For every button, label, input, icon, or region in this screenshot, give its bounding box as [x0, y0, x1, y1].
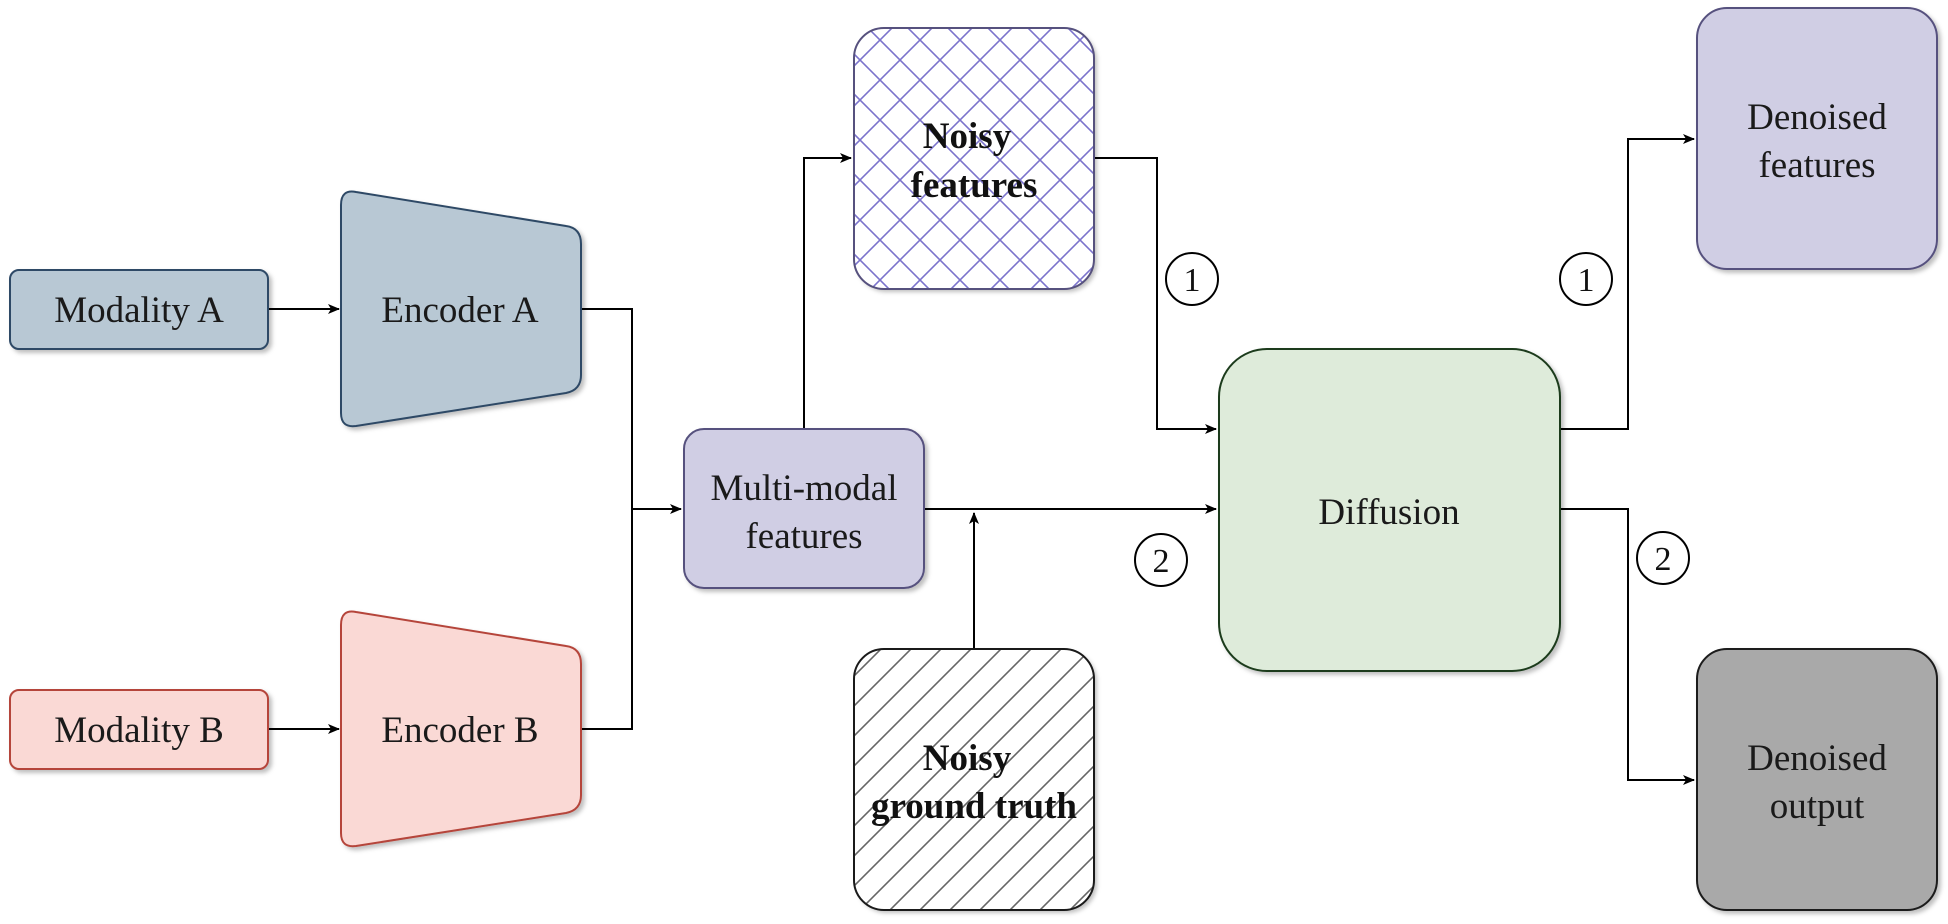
noisy-features-label-line-2: features [911, 165, 1038, 206]
edge-multimodal-to-noisy-features [803, 153, 852, 429]
multimodal-label-line-2: features [745, 516, 862, 557]
step-marker-in-2-number: 2 [1153, 543, 1170, 580]
edge-noisy-features-to-diffusion [1094, 157, 1217, 434]
edge-encoder-a-to-multimodal [581, 308, 682, 514]
modality-b-label: Modality B [54, 710, 224, 751]
denoised-output-label-line-2: output [1770, 786, 1865, 827]
edge-diffusion-to-denoised-output [1560, 508, 1695, 785]
step-marker-out-1-number: 1 [1578, 262, 1595, 299]
encoder-b-node: Encoder B [340, 610, 582, 848]
edge-encoder-b-to-multimodal [581, 509, 633, 730]
step-marker-out-2-number: 2 [1655, 541, 1672, 578]
modality-a-label: Modality A [54, 290, 224, 331]
edge-diffusion-to-denoised-features [1560, 134, 1695, 430]
encoder-a-node: Encoder A [340, 190, 582, 428]
step-marker-out-2: 2 [1636, 531, 1690, 585]
noisy-gt-label-line-1: Noisy [923, 738, 1012, 779]
modality-b-node: Modality B [9, 689, 269, 770]
noisy-ground-truth-node: Noisy ground truth [853, 648, 1095, 911]
step-marker-out-1: 1 [1559, 252, 1613, 306]
step-marker-in-1: 1 [1165, 252, 1219, 306]
noisy-features-label-line-1: Noisy [923, 116, 1012, 157]
denoised-output-label-line-1: Denoised [1747, 738, 1887, 779]
edges [268, 134, 1695, 785]
diffusion-label: Diffusion [1318, 492, 1459, 533]
multimodal-label-line-1: Multi-modal [710, 468, 897, 509]
encoder-a-label: Encoder A [381, 290, 538, 331]
denoised-features-label-line-1: Denoised [1747, 97, 1887, 138]
modality-a-node: Modality A [9, 269, 269, 350]
denoised-output-node: Denoised output [1696, 648, 1938, 911]
denoised-features-node: Denoised features [1696, 7, 1938, 270]
multimodal-features-node: Multi-modal features [683, 428, 925, 589]
encoder-b-label: Encoder B [381, 710, 538, 751]
denoised-features-label-line-2: features [1758, 145, 1875, 186]
noisy-features-node: Noisy features [853, 27, 1095, 290]
step-marker-in-2: 2 [1134, 533, 1188, 587]
step-marker-in-1-number: 1 [1184, 262, 1201, 299]
diffusion-node: Diffusion [1218, 348, 1561, 672]
noisy-gt-label-line-2: ground truth [871, 786, 1077, 827]
